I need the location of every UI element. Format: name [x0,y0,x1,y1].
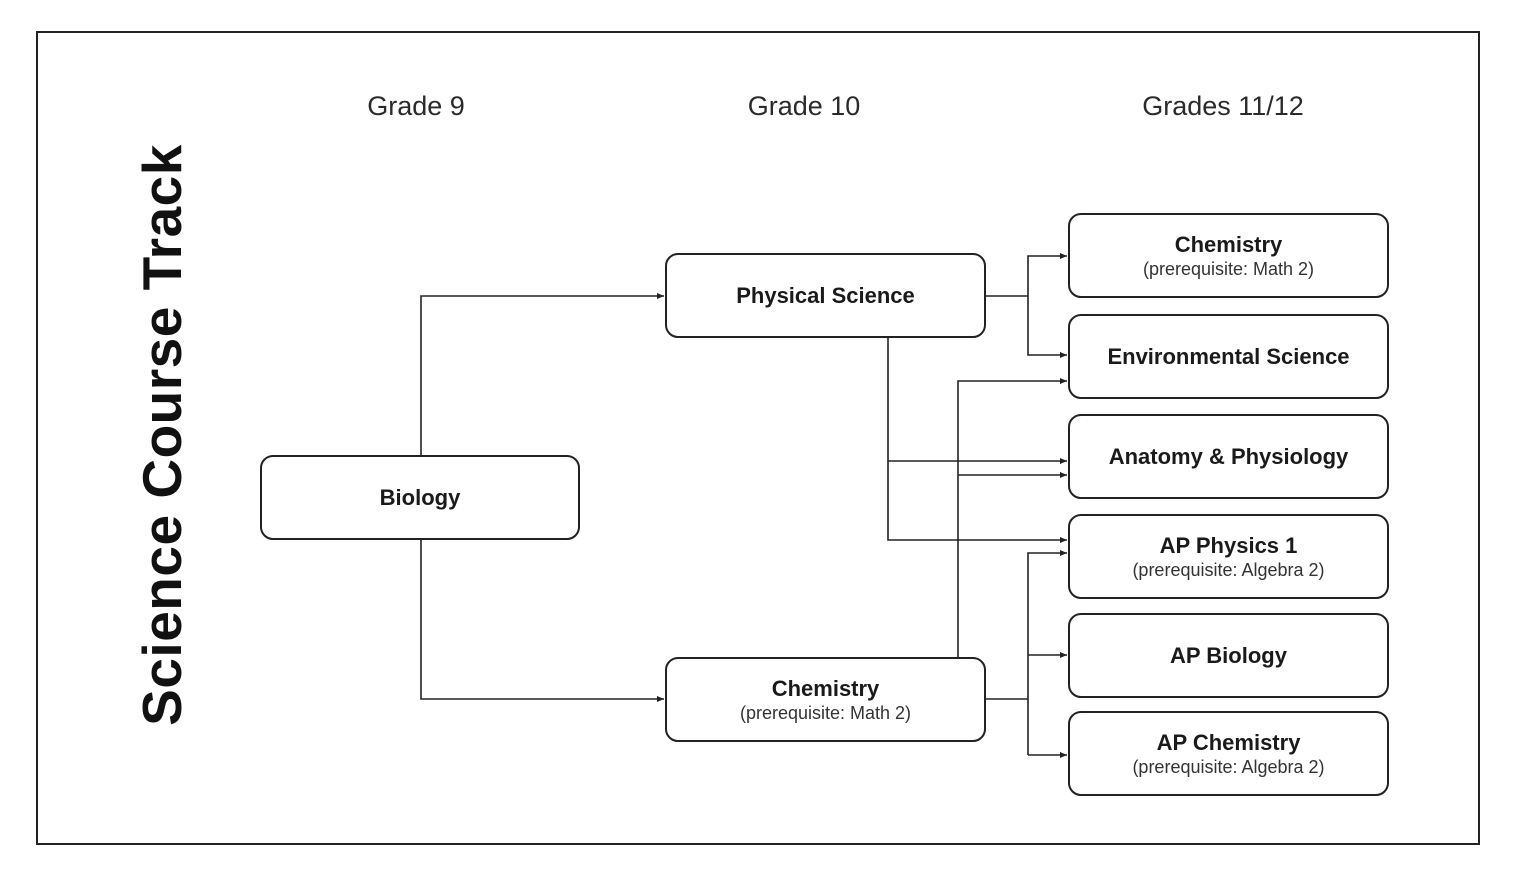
node-ap-biology: AP Biology [1068,613,1389,698]
node-biology-title: Biology [379,484,461,510]
column-header-grade-10: Grade 10 [747,91,861,121]
node-biology: Biology [260,455,580,540]
node-chemistry-grade-10-note: (prerequisite: Math 2) [739,702,912,723]
edge-physical-science-ap-physics [887,461,1067,543]
node-chemistry-grades-11-12-note: (prerequisite: Math 2) [1142,258,1315,279]
node-environmental-science: Environmental Science [1068,314,1389,399]
diagram-frame [36,31,1480,845]
edge-biology-chemistry [420,540,664,702]
edge-physical-science-anatomy [887,338,1067,464]
node-ap-chemistry-note: (prerequisite: Algebra 2) [1132,756,1325,777]
node-chemistry-grades-11-12: Chemistry (prerequisite: Math 2) [1068,213,1389,298]
node-physical-science: Physical Science [665,253,986,338]
node-chemistry-grade-10: Chemistry (prerequisite: Math 2) [665,657,986,742]
node-anatomy-physiology: Anatomy & Physiology [1068,414,1389,499]
node-anatomy-physiology-title: Anatomy & Physiology [1108,443,1349,469]
node-environmental-science-title: Environmental Science [1107,343,1350,369]
node-physical-science-title: Physical Science [736,282,915,308]
column-header-grade-9: Grade 9 [367,91,465,121]
node-chemistry-grades-11-12-title: Chemistry [1174,231,1283,257]
node-ap-biology-title: AP Biology [1170,642,1287,668]
edge-physical-science-environmental-science [1027,296,1067,358]
column-header-grades-11-12: Grades 11/12 [1142,91,1304,121]
node-ap-chemistry: AP Chemistry (prerequisite: Algebra 2) [1068,711,1389,796]
node-ap-chemistry-title: AP Chemistry [1156,729,1301,755]
node-ap-physics-1: AP Physics 1 (prerequisite: Algebra 2) [1068,514,1389,599]
node-ap-physics-1-note: (prerequisite: Algebra 2) [1132,559,1325,580]
node-chemistry-grade-10-title: Chemistry [771,675,880,701]
edge-physical-science-chemistry [1027,253,1067,296]
edge-biology-physical-science [420,293,664,455]
edge-chemistry-environmental-science [957,378,1067,657]
node-ap-physics-1-title: AP Physics 1 [1159,532,1298,558]
edge-chemistry-ap-physics [1027,550,1067,755]
